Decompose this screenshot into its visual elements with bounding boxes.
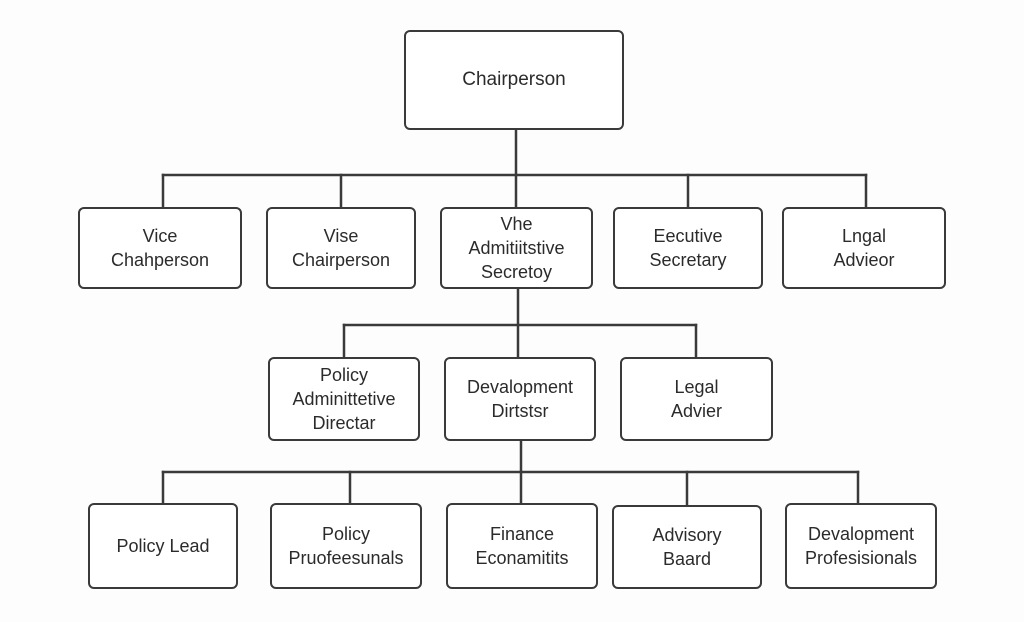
node-label-line: Policy Lead [116,536,210,556]
node-label-line: Advieor [833,250,895,270]
node-vice-admin-secretary: Vhe Admitiitstive Secretoy [440,207,593,289]
node-label-line: Chahperson [110,250,210,270]
node-development-professionals: Devalopment Profesisionals [785,503,937,589]
node-label-line: Secretary [649,250,727,270]
node-label-line: Devalopment [807,524,915,544]
node-label-line: Policy [319,365,368,385]
node-label-line: Finance [489,524,555,544]
node-policy-lead: Policy Lead [88,503,238,589]
node-executive-secretary: Eecutive Secretary [613,207,763,289]
node-vice-chairperson-2: Vise Chairperson [266,207,416,289]
node-chairperson: Chairperson [404,30,624,130]
node-label-line: Legal [674,377,719,397]
node-label-line: Directar [312,413,376,433]
node-label-line: Eecutive [653,226,723,246]
node-label-line: Vice [142,226,178,246]
node-legal-advisor-1: Lngal Advieor [782,207,946,289]
node-label-line: Adminittetive [292,389,396,409]
node-label-line: Lngal [841,226,887,246]
node-label-line: Vise [323,226,359,246]
node-label-line: Advier [670,401,723,421]
node-label-line: Advisory [652,525,722,545]
node-policy-professionals: Policy Pruofeesunals [270,503,422,589]
node-label-line: Secretoy [480,262,553,282]
node-label-line: Chairperson [291,250,391,270]
node-label-line: Policy [321,524,370,544]
node-label-line: Econamitits [475,548,569,568]
node-vice-chairperson-1: Vice Chahperson [78,207,242,289]
node-development-director: Devalopment Dirtstsr [444,357,596,441]
node-label-line: Profesisionals [804,548,918,568]
node-label-line: Chairperson [462,69,566,90]
node-label-line: Dirtstsr [491,401,549,421]
node-finance-economists: Finance Econamitits [446,503,598,589]
node-label-line: Pruofeesunals [288,548,404,568]
node-label-line: Devalopment [466,377,574,397]
node-label-line: Baard [662,549,712,569]
node-policy-admin-director: Policy Adminittetive Directar [268,357,420,441]
node-advisory-board: Advisory Baard [612,505,762,589]
node-legal-advisor-2: Legal Advier [620,357,773,441]
node-label-line: Admitiitstive [468,238,565,258]
node-label-line: Vhe [500,214,533,234]
